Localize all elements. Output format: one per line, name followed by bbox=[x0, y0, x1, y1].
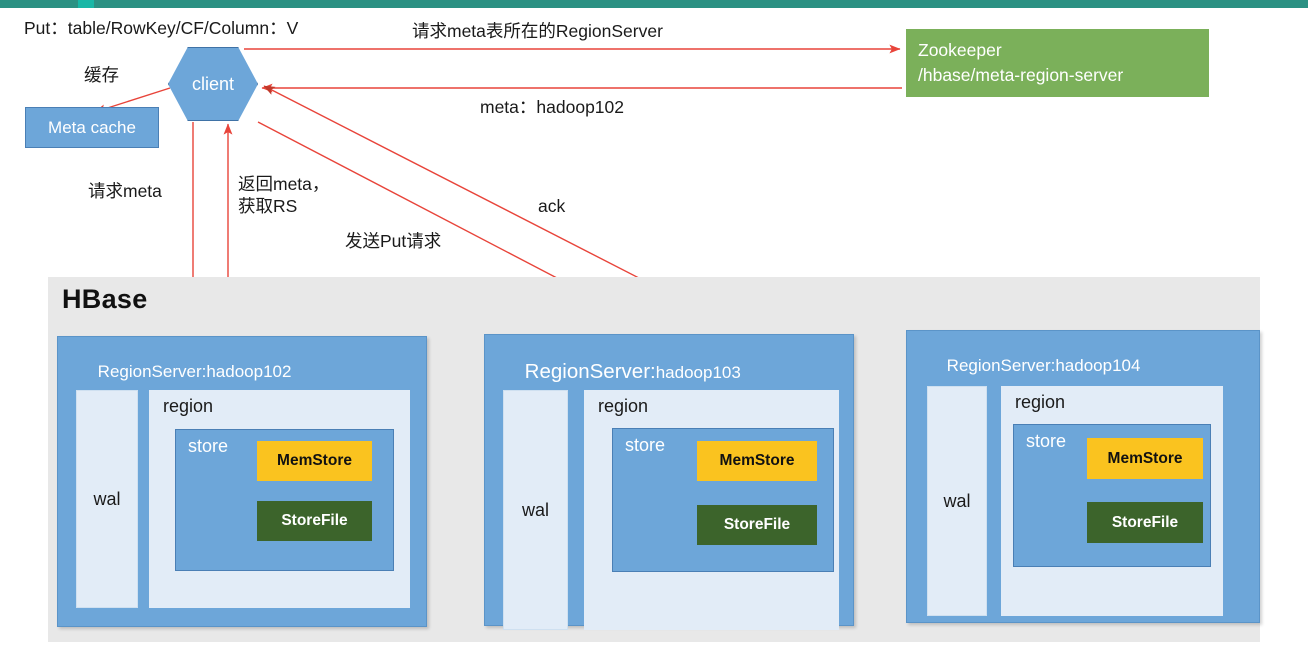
client-label: client bbox=[191, 73, 235, 94]
edge-label-request-meta-regionserver: 请求meta表所在的RegionServer bbox=[412, 21, 663, 41]
region-box[interactable]: region store MemStore StoreFile bbox=[1001, 386, 1223, 616]
edge-label-ack: ack bbox=[538, 196, 566, 216]
memstore-label: MemStore bbox=[277, 452, 352, 469]
hbase-title: HBase bbox=[62, 284, 148, 314]
regionserver-title-prefix: RegionServer: bbox=[97, 362, 207, 381]
storefile-label: StoreFile bbox=[723, 516, 791, 533]
memstore-label: MemStore bbox=[1107, 449, 1183, 467]
wal-label: wal bbox=[93, 488, 121, 509]
memstore-box[interactable]: MemStore bbox=[257, 441, 372, 481]
regionserver-title: RegionServer:hadoop102 bbox=[71, 344, 292, 400]
client-node[interactable]: client bbox=[168, 47, 258, 121]
storefile-box[interactable]: StoreFile bbox=[1087, 502, 1203, 543]
wal-box[interactable]: wal bbox=[76, 390, 138, 608]
edge-label-cache: 缓存 bbox=[84, 65, 119, 85]
put-command-label: Put：table/RowKey/CF/Column：V bbox=[24, 18, 299, 38]
wal-label: wal bbox=[521, 499, 549, 520]
meta-cache-label: Meta cache bbox=[48, 117, 136, 137]
store-box[interactable]: store MemStore StoreFile bbox=[1013, 424, 1211, 567]
regionserver-title-host: hadoop103 bbox=[655, 363, 741, 382]
regionserver-title-prefix: RegionServer: bbox=[524, 360, 656, 383]
regionserver-hadoop104[interactable]: RegionServer:hadoop104 wal region store … bbox=[906, 330, 1260, 623]
store-box[interactable]: store MemStore StoreFile bbox=[612, 428, 834, 572]
zookeeper-title: Zookeeper bbox=[918, 40, 1002, 61]
store-box[interactable]: store MemStore StoreFile bbox=[175, 429, 394, 571]
regionserver-title-host: hadoop102 bbox=[206, 362, 292, 381]
top-accent-bar bbox=[0, 0, 1308, 8]
zookeeper-node[interactable]: Zookeeper /hbase/meta-region-server bbox=[906, 29, 1209, 97]
edge-label-send-put-request: 发送Put请求 bbox=[345, 231, 442, 251]
store-label: store bbox=[188, 436, 229, 456]
regionserver-title-prefix: RegionServer: bbox=[946, 356, 1056, 375]
memstore-box[interactable]: MemStore bbox=[1087, 438, 1203, 479]
region-box[interactable]: region store MemStore StoreFile bbox=[584, 390, 839, 630]
topbar-marker bbox=[78, 0, 94, 8]
regionserver-title-host: hadoop104 bbox=[1055, 356, 1141, 375]
store-label: store bbox=[625, 435, 666, 455]
wal-box[interactable]: wal bbox=[927, 386, 987, 616]
region-box[interactable]: region store MemStore StoreFile bbox=[149, 390, 410, 608]
memstore-box[interactable]: MemStore bbox=[697, 441, 817, 481]
wal-label: wal bbox=[943, 490, 971, 511]
regionserver-hadoop102[interactable]: RegionServer:hadoop102 wal region store … bbox=[57, 336, 427, 627]
memstore-label: MemStore bbox=[719, 452, 795, 469]
regionserver-title: RegionServer:hadoop104 bbox=[920, 338, 1141, 394]
edge-label-request-meta: 请求meta bbox=[88, 181, 162, 201]
region-label: region bbox=[1015, 392, 1066, 412]
store-label: store bbox=[1026, 431, 1067, 451]
wal-box[interactable]: wal bbox=[503, 390, 568, 630]
storefile-label: StoreFile bbox=[281, 512, 348, 529]
regionserver-hadoop103[interactable]: RegionServer:hadoop103 wal region store … bbox=[484, 334, 854, 630]
zookeeper-znode-path: /hbase/meta-region-server bbox=[918, 65, 1124, 85]
edge-label-meta-hadoop102: meta：hadoop102 bbox=[480, 97, 624, 117]
edge-label-return-meta-get-rs: 返回meta， 获取RS bbox=[238, 174, 330, 217]
storefile-label: StoreFile bbox=[1111, 513, 1179, 531]
storefile-box[interactable]: StoreFile bbox=[257, 501, 372, 541]
region-label: region bbox=[598, 396, 649, 416]
meta-cache-node[interactable]: Meta cache bbox=[25, 107, 159, 148]
storefile-box[interactable]: StoreFile bbox=[697, 505, 817, 545]
region-label: region bbox=[163, 396, 214, 416]
regionserver-title: RegionServer:hadoop103 bbox=[498, 342, 741, 402]
